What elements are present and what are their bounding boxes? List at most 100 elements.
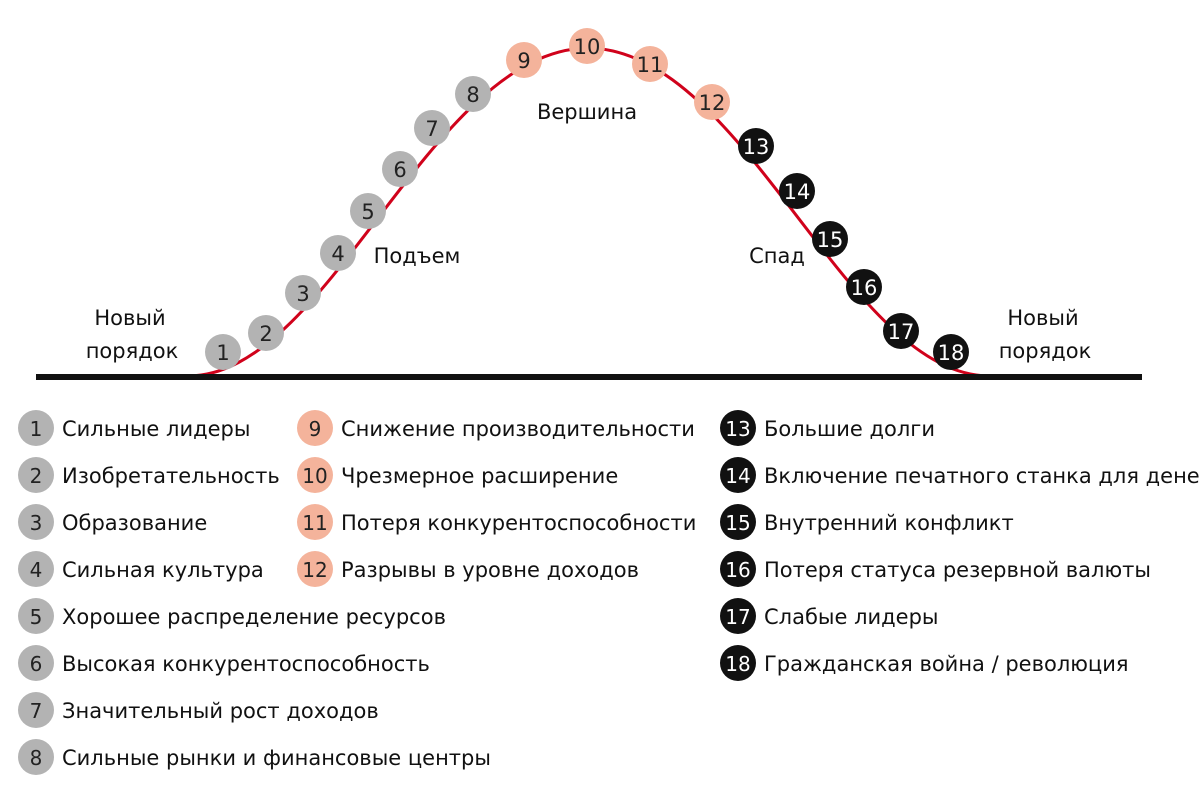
legend-item-16: 16 Потеря статуса резервной валюты xyxy=(720,551,1151,587)
curve-marker-circle xyxy=(320,235,356,271)
curve-marker-circle xyxy=(414,110,450,146)
legend-marker-circle xyxy=(18,692,54,728)
legend-marker-number: 9 xyxy=(309,417,322,441)
curve-marker-circle xyxy=(812,221,848,257)
curve-marker-circle xyxy=(883,313,919,349)
legend-marker-circle xyxy=(720,598,756,634)
curve-marker-number: 8 xyxy=(466,83,479,107)
legend-item-13: 13 Большие долги xyxy=(720,410,935,446)
curve-marker-4: 4 xyxy=(320,235,356,271)
curve-marker-circle xyxy=(933,334,969,370)
cycle-curve xyxy=(187,46,991,378)
legend-marker-circle xyxy=(297,551,333,587)
legend-marker-number: 15 xyxy=(725,511,750,535)
legend-item-10: 10 Чрезмерное расширение xyxy=(297,457,618,493)
legend-item-5: 5 Хорошее распределение ресурсов xyxy=(18,598,446,634)
legend-marker-number: 7 xyxy=(30,699,43,723)
curve-marker-circle xyxy=(779,173,815,209)
legend-marker-number: 1 xyxy=(30,417,43,441)
label-new-order-right-1: Новый xyxy=(1007,306,1078,330)
legend-marker-number: 2 xyxy=(30,464,43,488)
curve-marker-3: 3 xyxy=(285,275,321,311)
legend-item-text: Сильные лидеры xyxy=(62,417,250,441)
legend-marker-circle xyxy=(720,504,756,540)
legend-marker-number: 5 xyxy=(30,605,43,629)
legend-marker-circle xyxy=(297,457,333,493)
legend-item-9: 9 Снижение производительности xyxy=(297,410,695,446)
label-peak: Вершина xyxy=(537,100,637,124)
label-decline: Спад xyxy=(749,244,805,268)
curve-marker-number: 16 xyxy=(851,276,878,300)
legend-marker-circle xyxy=(18,645,54,681)
legend-marker-circle xyxy=(18,504,54,540)
curve-marker-11: 11 xyxy=(632,46,668,82)
legend-item-text: Слабые лидеры xyxy=(764,605,939,629)
legend-item-7: 7 Значительный рост доходов xyxy=(18,692,379,728)
curve-marker-number: 1 xyxy=(216,341,229,365)
legend-marker-circle xyxy=(720,645,756,681)
curve-marker-16: 16 xyxy=(846,269,882,305)
curve-marker-1: 1 xyxy=(205,334,241,370)
legend-marker-circle xyxy=(297,504,333,540)
curve-marker-6: 6 xyxy=(382,151,418,187)
curve-marker-14: 14 xyxy=(779,173,815,209)
legend-marker-circle xyxy=(18,551,54,587)
legend-item-text: Чрезмерное расширение xyxy=(341,464,618,488)
curve-marker-13: 13 xyxy=(738,128,774,164)
curve-marker-9: 9 xyxy=(506,42,542,78)
legend-marker-number: 16 xyxy=(725,558,750,582)
label-new-order-left-2: порядок xyxy=(86,339,179,363)
legend-item-4: 4 Сильная культура xyxy=(18,551,264,587)
legend-marker-number: 18 xyxy=(725,652,750,676)
legend-marker-circle xyxy=(720,410,756,446)
curve-marker-number: 4 xyxy=(331,242,344,266)
curve-marker-circle xyxy=(506,42,542,78)
legend-marker-circle xyxy=(297,410,333,446)
legend-item-text: Включение печатного станка для денег xyxy=(764,464,1200,488)
curve-marker-number: 9 xyxy=(517,49,530,73)
legend-marker-circle xyxy=(720,457,756,493)
legend-marker-number: 13 xyxy=(725,417,750,441)
legend-item-text: Образование xyxy=(62,511,207,535)
curve-marker-circle xyxy=(285,275,321,311)
curve-marker-circle xyxy=(205,334,241,370)
curve-marker-number: 3 xyxy=(296,282,309,306)
curve-marker-10: 10 xyxy=(569,28,605,64)
legend-item-text: Большие долги xyxy=(764,417,935,441)
legend-marker-number: 17 xyxy=(725,605,750,629)
legend-item-text: Хорошее распределение ресурсов xyxy=(62,605,446,629)
legend-marker-number: 3 xyxy=(30,511,43,535)
legend-item-text: Высокая конкурентоспособность xyxy=(62,652,430,676)
legend-item-text: Снижение производительности xyxy=(341,417,695,441)
legend-marker-number: 10 xyxy=(302,464,327,488)
curve-marker-circle xyxy=(738,128,774,164)
curve-marker-number: 14 xyxy=(784,180,811,204)
curve-marker-5: 5 xyxy=(350,193,386,229)
curve-marker-15: 15 xyxy=(812,221,848,257)
curve-marker-number: 12 xyxy=(699,91,726,115)
legend-marker-number: 4 xyxy=(30,558,43,582)
legend-marker-number: 8 xyxy=(30,746,43,770)
curve-marker-number: 10 xyxy=(574,35,601,59)
legend-marker-circle xyxy=(18,598,54,634)
legend-item-17: 17 Слабые лидеры xyxy=(720,598,939,634)
legend-marker-number: 11 xyxy=(302,511,327,535)
legend-marker-circle xyxy=(18,457,54,493)
curve-marker-circle xyxy=(248,315,284,351)
legend-item-text: Сильная культура xyxy=(62,558,264,582)
legend-marker-circle xyxy=(18,410,54,446)
curve-marker-circle xyxy=(694,84,730,120)
legend-item-text: Разрывы в уровне доходов xyxy=(341,558,639,582)
curve-marker-number: 11 xyxy=(637,53,664,77)
curve-marker-number: 7 xyxy=(425,117,438,141)
legend-item-text: Потеря статуса резервной валюты xyxy=(764,558,1151,582)
legend-item-text: Значительный рост доходов xyxy=(62,699,379,723)
